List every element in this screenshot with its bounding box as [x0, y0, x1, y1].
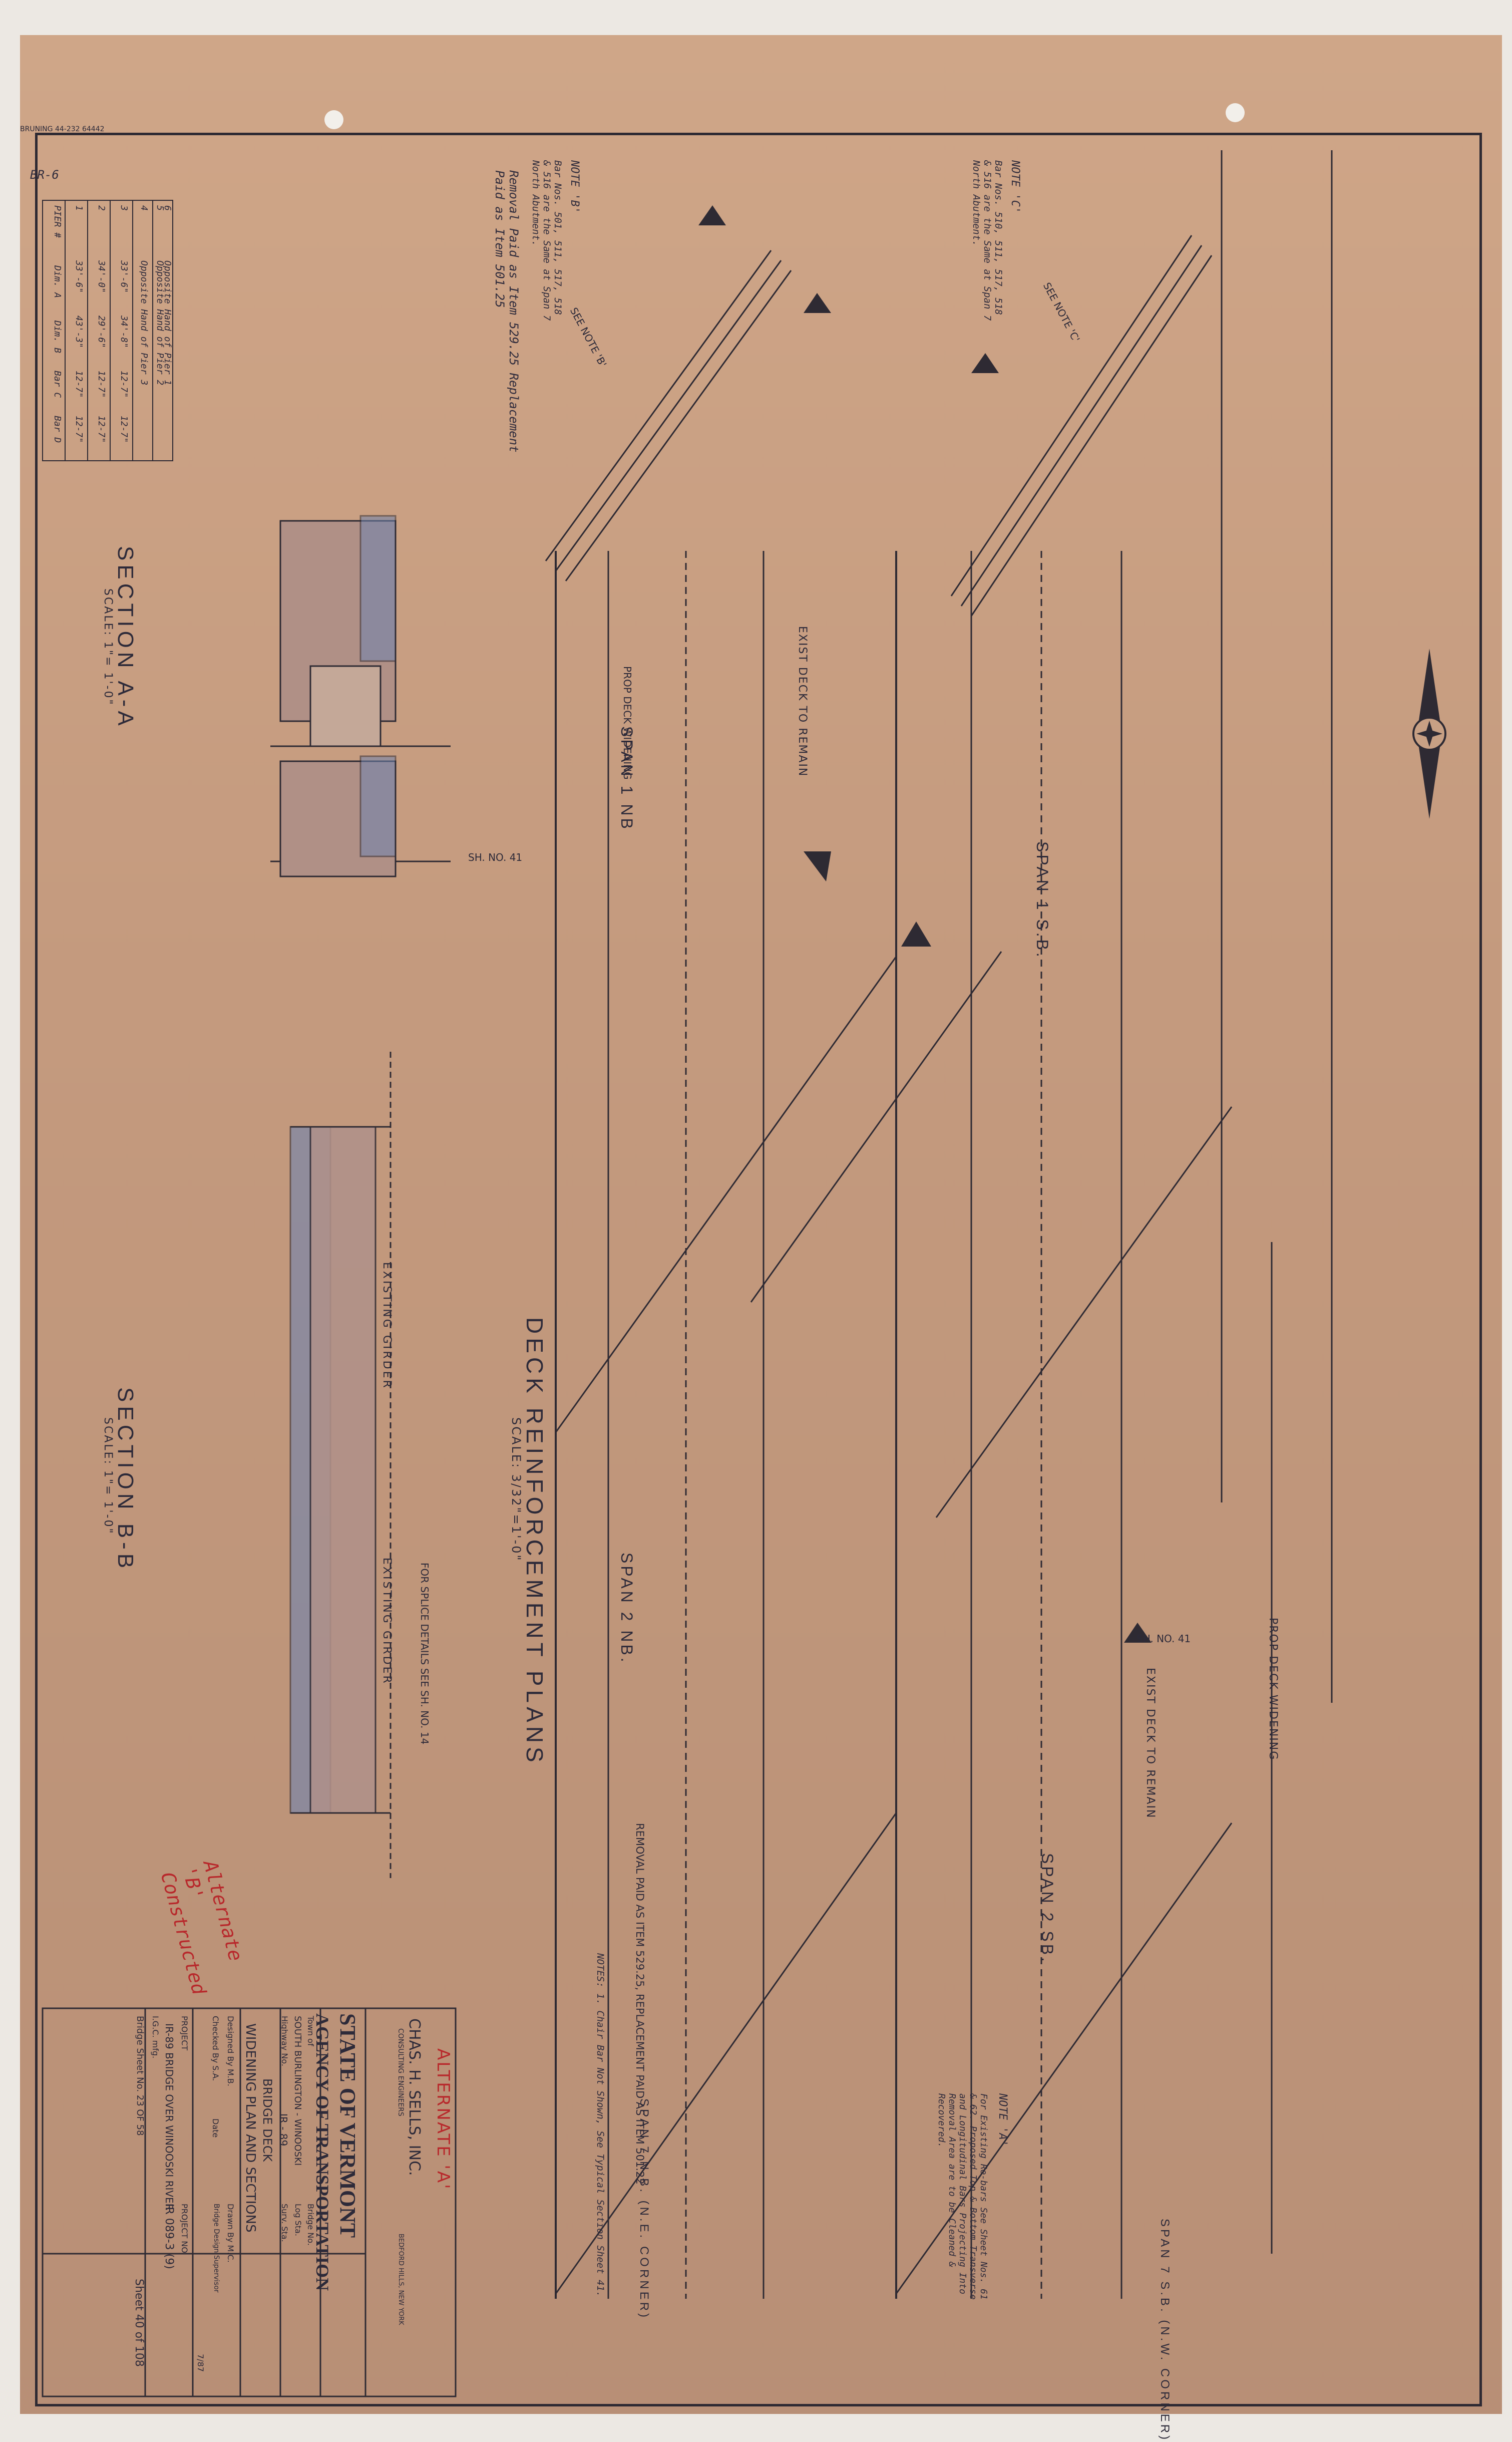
exist-deck-label-2: EXIST DECK TO REMAIN: [1144, 1668, 1157, 1819]
table-cell: 12-7": [96, 416, 107, 443]
table-cell: 29'-6": [96, 316, 107, 349]
table-cell: 33'-6": [119, 260, 129, 293]
engineer-label: Bridge Design Supervisor: [212, 2204, 220, 2293]
date-label: Date: [211, 2118, 220, 2138]
project-no-value: IR 089-3 (9): [163, 2204, 175, 2269]
project-value: IR-89 BRIDGE OVER WINOOSKI RIVER: [163, 2023, 175, 2211]
table-cell: Opposite Hand of Pier 1: [162, 260, 173, 386]
table-row: 4: [139, 205, 149, 211]
bridge-no-label: Bridge No.: [306, 2204, 315, 2246]
span-1-sb: SPAN 1 S.B.: [1033, 841, 1051, 960]
note-a-title: NOTE 'A': [996, 2093, 1009, 2147]
subtitle: WIDENING PLAN AND SECTIONS: [243, 2023, 258, 2233]
abutment-line-1: [545, 250, 772, 561]
table-cell: 33'-6": [74, 260, 84, 293]
fmn-label: I.G.C. mfg.: [151, 2016, 160, 2059]
date-value: 7/87: [196, 2354, 205, 2372]
table-row: 3: [119, 205, 129, 211]
consultant-name: CHAS. H. SELLS, INC.: [406, 2018, 423, 2176]
section-bb-scale: SCALE: 1"= 1'-0": [102, 1417, 114, 1535]
note-c-title: NOTE 'C': [1009, 160, 1021, 213]
paper-stamp: BRUNING 44-232 64442: [20, 125, 105, 133]
project-no-label: PROJECT NO.: [180, 2204, 189, 2256]
highway-label: Highway No.: [280, 2016, 289, 2066]
section-aa-drawing: [270, 515, 451, 877]
title-block-frame: [42, 2007, 457, 2397]
designed-by: Designed By M.B.: [226, 2016, 235, 2086]
subject-title: BRIDGE DECK: [260, 2078, 274, 2162]
table-cell: 12-7": [74, 416, 84, 443]
bar-table-header-bar-c: Bar C: [52, 371, 63, 398]
section-cut-marks: [698, 205, 1152, 1643]
state-title: STATE OF VERMONT: [335, 2013, 360, 2238]
existing-girder-label-1: EXISTING GIRDER: [381, 1262, 393, 1390]
town-value: SOUTH BURLINGTON - WINOOSKI: [292, 2016, 303, 2166]
section-aa-scale: SCALE: 1"= 1'-0": [102, 588, 114, 706]
bar-table-header-dim-a: Dim. A: [52, 265, 63, 298]
span-2-sb: SPAN 2 SB.: [1038, 1853, 1056, 1964]
note-a-text: For Existing Re-bars See Sheet Nos. 61 &…: [936, 2093, 989, 2300]
drawing-border: [35, 133, 1482, 2406]
table-cell: 12-7": [96, 371, 107, 398]
note-b-text: Bar Nos. 501, 511, 517, 518 & 516 are th…: [530, 160, 563, 321]
section-bb-drawing: [289, 1052, 392, 1878]
general-note-1: NOTES: 1. Chair Bar Not Shown, See Typic…: [595, 1953, 606, 2297]
span-7-sb: SPAN 7 S.B. (N.W. CORNER): [1158, 2219, 1172, 2442]
drawing-sheet: [20, 35, 1502, 2414]
punch-hole-left: [324, 110, 343, 129]
prop-deck-label-1: PROP DECK WIDENING: [621, 666, 633, 780]
surv-sta-label: Surv. Sta.: [280, 2204, 289, 2242]
drawn-by: Drawn By M.C.: [226, 2204, 235, 2263]
checked-by: Checked By S.A.: [211, 2016, 220, 2081]
bar-table-header-bar-d: Bar D: [52, 416, 63, 443]
existing-girder-label-2: EXISTING GIRDER: [381, 1558, 393, 1685]
consultant-subtitle: CONSULTING ENGINEERS: [397, 2028, 405, 2116]
bar-table-grid: [42, 200, 173, 461]
bridge-sheet-label: Bridge Sheet No. 23 OF 58: [135, 2016, 145, 2136]
table-row: 6: [162, 205, 173, 211]
abutment-line-2: [555, 260, 782, 571]
north-arrow-icon: [1412, 649, 1446, 819]
consultant-city: BEDFORD HILLS, NEW YORK: [397, 2234, 405, 2325]
section-bb-title: SECTION B-B: [113, 1387, 138, 1573]
table-cell: Opposite Hand of Pier 3: [139, 260, 149, 386]
log-sta-label: Log Sta.: [293, 2204, 303, 2236]
prop-deck-label-2: PROP DECK WIDENING: [1267, 1618, 1279, 1761]
project-label: PROJECT: [180, 2016, 189, 2051]
splice-details-label: FOR SPLICE DETAILS SEE SH. NO. 14: [419, 1563, 431, 1745]
exist-deck-label-1: EXIST DECK TO REMAIN: [796, 626, 809, 777]
table-cell: 34'-8": [119, 316, 129, 349]
table-cell: 43'-3": [74, 316, 84, 349]
removal-note-hand: Removal Paid as Item 529.25 Replacement …: [493, 170, 521, 453]
span-2-nb: SPAN 2 NB.: [618, 1553, 636, 1665]
bar-table-header-pier: PIER #: [52, 205, 63, 238]
punch-hole-right: [1226, 103, 1245, 122]
table-row: 1: [74, 205, 84, 211]
agency-title: AGENCY OF TRANSPORTATION: [312, 2013, 332, 2291]
sheet-corner-tag: BR-6: [30, 168, 59, 182]
sh-no-41-b: SH. NO. 41: [1137, 1633, 1191, 1645]
table-cell: 12-7": [74, 371, 84, 398]
town-label: Town of: [306, 2016, 315, 2046]
bar-table-header-dim-b: Dim. B: [52, 321, 63, 354]
drawing-title: DECK REINFORCEMENT PLANS: [522, 1317, 548, 1766]
table-cell: 12-7": [119, 371, 129, 398]
note-b-title: NOTE 'B': [568, 160, 581, 213]
highway-value: IR - 89: [277, 2113, 289, 2147]
sh-no-41-a: SH. NO. 41: [468, 851, 523, 863]
note-c-text: Bar Nos. 510, 511, 517, 518 & 516 are th…: [971, 160, 1004, 321]
section-aa-title: SECTION A-A: [113, 546, 138, 730]
alternate-a-label: ALTERNATE 'A': [433, 2048, 453, 2191]
table-cell: 34'-0": [96, 260, 107, 293]
table-row: 2: [96, 205, 107, 211]
sheet-number: Sheet 40 of 108: [133, 2279, 145, 2367]
drawing-scale: SCALE: 3/32"=1'-0": [509, 1417, 523, 1562]
table-cell: 12-7": [119, 416, 129, 443]
